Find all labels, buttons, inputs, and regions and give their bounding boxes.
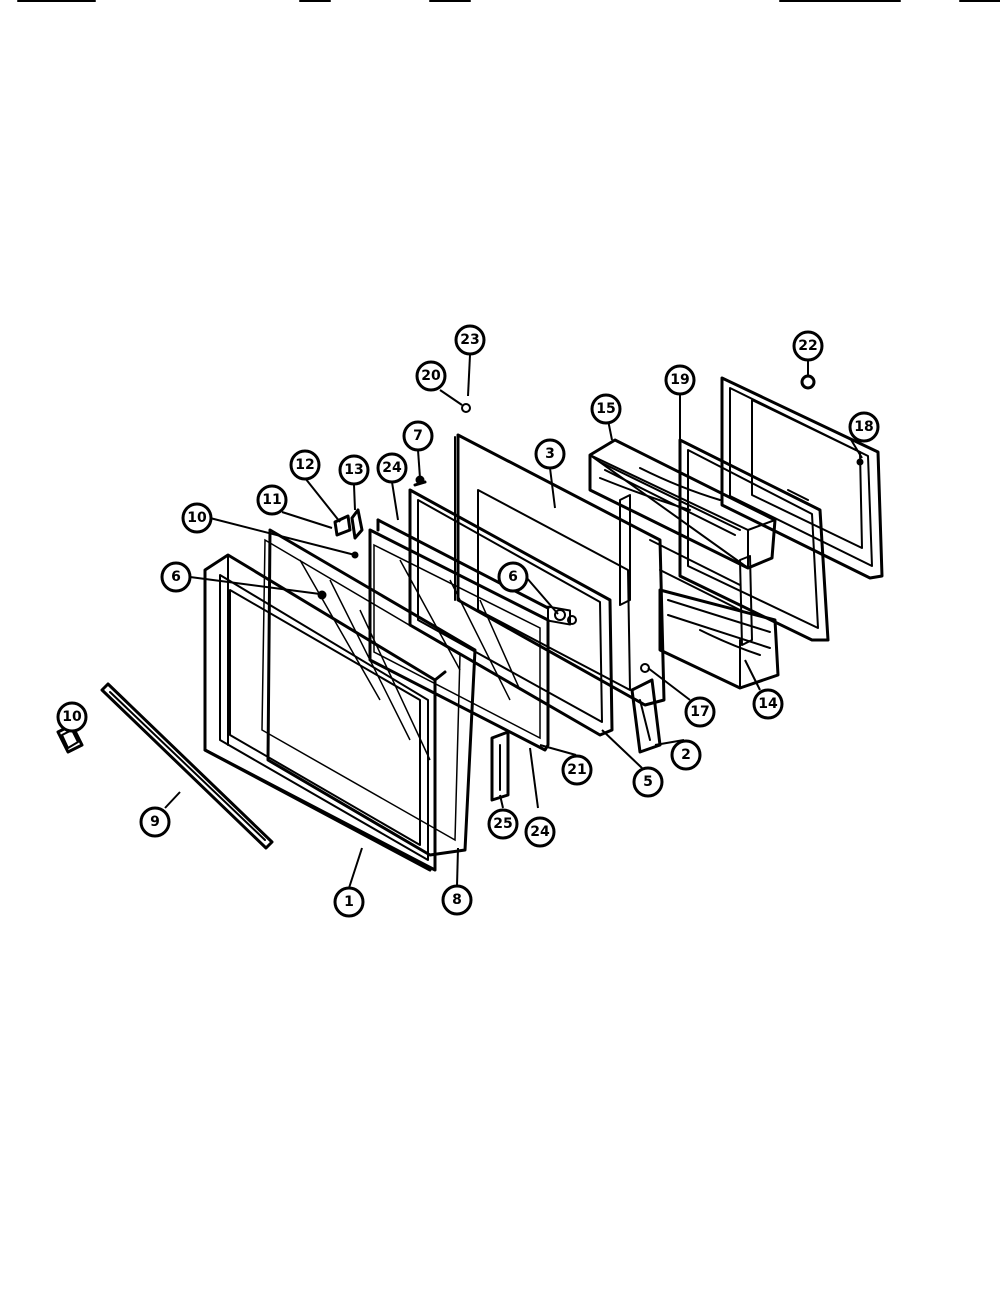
svg-text:17: 17 xyxy=(690,704,709,720)
callout-9: 9 xyxy=(139,806,171,838)
callout-18: 18 xyxy=(848,411,880,443)
svg-text:3: 3 xyxy=(545,446,555,462)
callout-13: 13 xyxy=(338,454,370,486)
svg-text:15: 15 xyxy=(596,401,615,417)
svg-text:22: 22 xyxy=(798,338,817,354)
svg-text:11: 11 xyxy=(262,492,281,508)
part-insulation-lower xyxy=(658,588,780,690)
svg-text:24: 24 xyxy=(382,460,402,476)
part-outer-back-frame xyxy=(720,376,884,580)
callout-20: 20 xyxy=(415,360,447,392)
callout-11: 11 xyxy=(256,484,288,516)
part-door-gasket xyxy=(678,438,830,642)
svg-text:13: 13 xyxy=(344,462,363,478)
svg-text:10: 10 xyxy=(62,709,82,725)
svg-text:6: 6 xyxy=(171,569,181,585)
callout-1: 1 xyxy=(333,886,365,918)
part-front-door-frame xyxy=(203,553,447,872)
callout-5: 5 xyxy=(632,766,664,798)
callout-15: 15 xyxy=(590,393,622,425)
callout-10-lower: 10 xyxy=(56,701,88,733)
svg-text:20: 20 xyxy=(421,368,441,384)
callout-17: 17 xyxy=(684,696,716,728)
part-insulation-upper xyxy=(588,438,777,570)
callout-23: 23 xyxy=(454,324,486,356)
svg-text:19: 19 xyxy=(670,372,689,388)
part-glass-pane xyxy=(261,528,477,857)
part-door-hinge xyxy=(630,678,662,754)
svg-text:2: 2 xyxy=(681,747,691,763)
callout-12: 12 xyxy=(289,449,321,481)
callout-2: 2 xyxy=(670,739,702,771)
leader-lines xyxy=(71,354,863,889)
svg-text:24: 24 xyxy=(530,824,550,840)
callout-24-bottom: 24 xyxy=(524,816,556,848)
callout-22: 22 xyxy=(792,330,824,362)
callout-19: 19 xyxy=(664,364,696,396)
hardware-screws xyxy=(317,374,816,673)
svg-text:21: 21 xyxy=(567,762,586,778)
callout-3: 3 xyxy=(534,438,566,470)
callout-10: 10 xyxy=(181,502,213,534)
part-insulation-side-walls xyxy=(619,494,753,646)
svg-text:12: 12 xyxy=(295,457,314,473)
svg-text:25: 25 xyxy=(493,816,512,832)
svg-text:8: 8 xyxy=(452,892,462,908)
svg-text:10: 10 xyxy=(187,510,207,526)
svg-text:18: 18 xyxy=(854,419,873,435)
svg-text:9: 9 xyxy=(150,814,160,830)
svg-text:23: 23 xyxy=(460,332,479,348)
callout-7: 7 xyxy=(402,420,434,452)
svg-text:5: 5 xyxy=(643,774,653,790)
callout-25: 25 xyxy=(487,808,519,840)
part-glass-bracket xyxy=(490,730,510,802)
callout-14: 14 xyxy=(752,688,784,720)
svg-text:6: 6 xyxy=(508,569,518,585)
callout-6-right: 6 xyxy=(497,561,529,593)
svg-text:14: 14 xyxy=(758,696,778,712)
svg-text:7: 7 xyxy=(413,428,423,444)
svg-text:1: 1 xyxy=(344,894,354,910)
callout-8: 8 xyxy=(441,884,473,916)
part-door-handle xyxy=(100,682,274,850)
callout-6-left: 6 xyxy=(160,561,192,593)
callout-24-top: 24 xyxy=(376,452,408,484)
callout-21: 21 xyxy=(561,754,593,786)
